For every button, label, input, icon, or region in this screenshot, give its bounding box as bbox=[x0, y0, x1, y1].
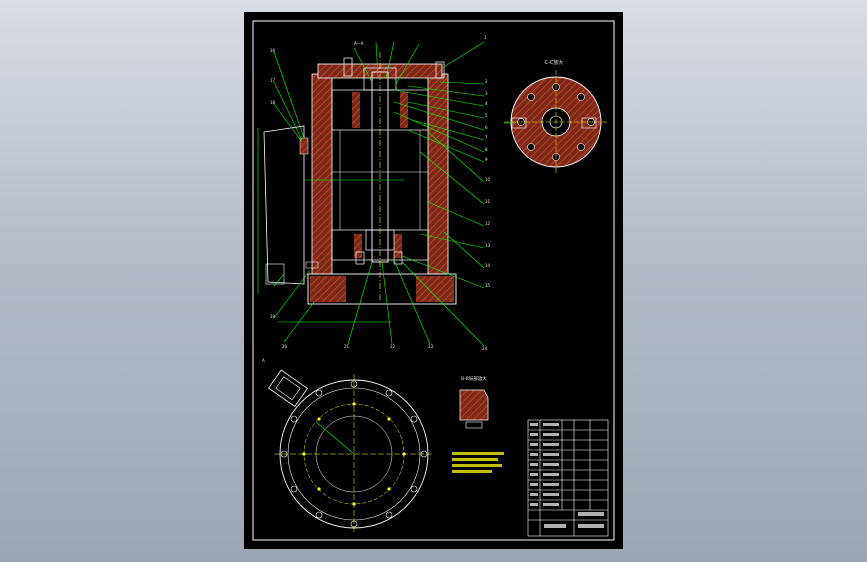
cad-drawing: A—A 1 2 3 4 5 6 7 8 9 10 11 12 13 14 15 bbox=[252, 20, 615, 541]
bb-detail-view: B-B局部放大 bbox=[452, 375, 504, 473]
svg-text:2: 2 bbox=[485, 79, 488, 84]
svg-text:18: 18 bbox=[270, 100, 276, 105]
svg-text:4: 4 bbox=[485, 101, 488, 106]
svg-text:A—A: A—A bbox=[354, 41, 364, 46]
svg-text:7: 7 bbox=[485, 135, 488, 140]
svg-text:3: 3 bbox=[485, 91, 488, 96]
svg-text:13: 13 bbox=[485, 243, 491, 248]
cc-view-label: C-C放大 bbox=[545, 59, 564, 66]
svg-text:10: 10 bbox=[485, 177, 491, 182]
a-marker: A bbox=[262, 358, 265, 363]
svg-text:5: 5 bbox=[485, 113, 488, 118]
svg-text:14: 14 bbox=[485, 263, 491, 268]
svg-text:24: 24 bbox=[482, 346, 488, 351]
sheet-frame bbox=[252, 20, 615, 541]
svg-text:1: 1 bbox=[484, 35, 487, 40]
svg-text:12: 12 bbox=[485, 221, 491, 226]
svg-text:9: 9 bbox=[485, 157, 488, 162]
svg-text:8: 8 bbox=[485, 147, 488, 152]
svg-text:6: 6 bbox=[485, 125, 488, 130]
svg-text:23: 23 bbox=[428, 344, 434, 349]
drawing-sheet: A—A 1 2 3 4 5 6 7 8 9 10 11 12 13 14 15 bbox=[244, 12, 623, 549]
cc-enlarged-view: C-C放大 bbox=[504, 59, 608, 174]
svg-text:22: 22 bbox=[390, 344, 396, 349]
title-block bbox=[527, 419, 609, 537]
svg-text:21: 21 bbox=[344, 344, 350, 349]
bb-view-label: B-B局部放大 bbox=[461, 375, 487, 382]
svg-text:20: 20 bbox=[282, 344, 288, 349]
plan-view: A bbox=[262, 358, 434, 534]
svg-text:16: 16 bbox=[270, 48, 276, 53]
svg-text:15: 15 bbox=[485, 283, 491, 288]
svg-text:17: 17 bbox=[270, 78, 276, 83]
svg-text:19: 19 bbox=[270, 314, 276, 319]
main-section-view: A—A 1 2 3 4 5 6 7 8 9 10 11 12 13 14 15 bbox=[257, 35, 491, 351]
svg-text:11: 11 bbox=[485, 199, 491, 204]
